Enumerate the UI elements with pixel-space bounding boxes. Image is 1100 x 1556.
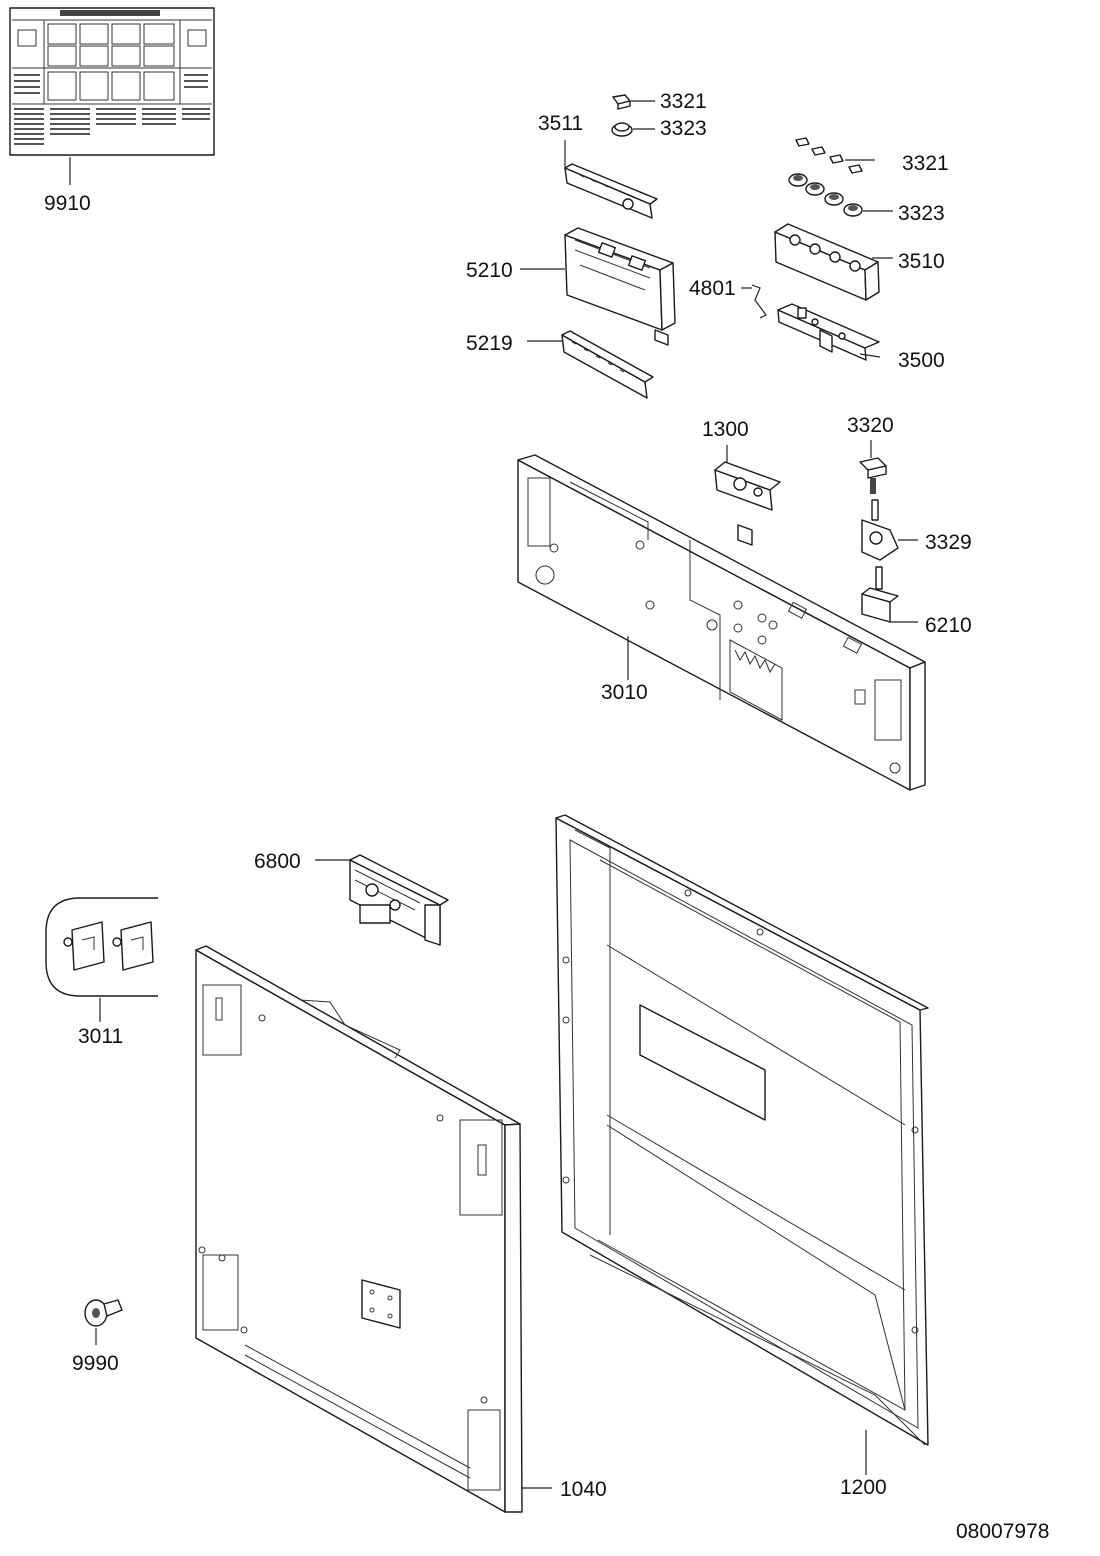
part-3329-selector-switch[interactable] (861, 499, 918, 561)
part-3320-knob[interactable] (859, 440, 887, 494)
part-3321-button-caps[interactable] (795, 137, 875, 174)
part-3500-switch-bracket[interactable] (777, 303, 881, 361)
part-9990-plug[interactable] (84, 1299, 123, 1345)
label-1200: 1200 (840, 1476, 887, 1499)
part-1040-door-panel[interactable] (195, 945, 552, 1513)
part-6800-detergent-dispenser[interactable] (315, 854, 449, 946)
label-1300: 1300 (702, 418, 749, 441)
part-4801-wire-clip[interactable] (741, 284, 767, 319)
label-4801: 4801 (689, 277, 736, 300)
label-6210: 6210 (925, 614, 972, 637)
part-3010-control-panel[interactable] (517, 454, 926, 791)
label-3320: 3320 (847, 414, 894, 437)
label-1040: 1040 (560, 1478, 607, 1501)
label-3500: 3500 (898, 349, 945, 372)
part-5219-cover-strip[interactable] (527, 330, 654, 399)
label-3011: 3011 (78, 1025, 123, 1048)
part-3323-knob-single[interactable] (611, 122, 655, 137)
label-3329: 3329 (925, 531, 972, 554)
label-5219: 5219 (466, 332, 513, 355)
part-6210-switch[interactable] (861, 566, 918, 623)
label-3010: 3010 (601, 681, 648, 704)
label-9990: 9990 (72, 1352, 119, 1375)
label-3510: 3510 (898, 250, 945, 273)
part-3510-button-bracket[interactable] (774, 223, 893, 301)
part-3323-knobs[interactable] (788, 173, 893, 217)
part-5210-control-module[interactable] (520, 227, 676, 346)
part-1300-door-lock[interactable] (714, 445, 781, 546)
label-3321-right: 3321 (902, 152, 949, 175)
part-9910-instruction-sheet[interactable] (9, 7, 215, 185)
drawing-number: 08007978 (956, 1520, 1049, 1543)
label-9910: 9910 (44, 192, 91, 215)
label-3323-right: 3323 (898, 202, 945, 225)
label-5210: 5210 (466, 259, 513, 282)
part-3511-button-holder[interactable] (564, 140, 658, 219)
label-3511: 3511 (538, 112, 583, 135)
label-6800: 6800 (254, 850, 301, 873)
part-1200-inner-door[interactable] (555, 814, 929, 1475)
label-3323-top: 3323 (660, 117, 707, 140)
part-3011-hinge-plates[interactable] (45, 897, 158, 1022)
part-3321-button-cap-single[interactable] (612, 94, 655, 110)
label-3321-top: 3321 (660, 90, 707, 113)
